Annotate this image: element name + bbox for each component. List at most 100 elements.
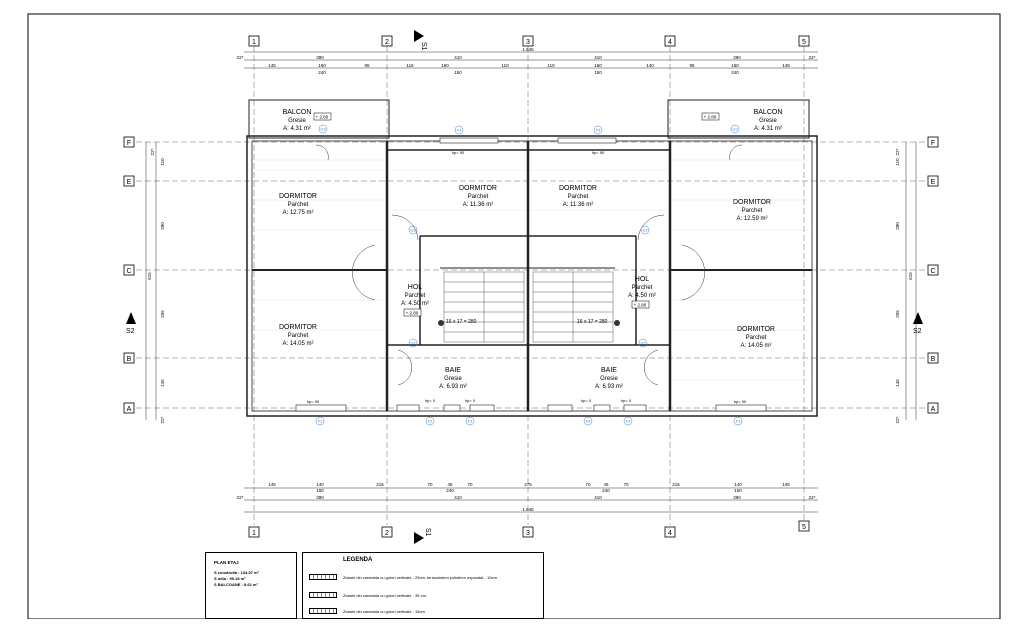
svg-text:240: 240 (602, 488, 610, 493)
column-label: 5 (802, 39, 806, 46)
svg-text:A: 12.75 m²: A: 12.75 m² (282, 210, 313, 216)
svg-text:Gresie: Gresie (288, 118, 306, 124)
svg-text:255: 255 (160, 310, 165, 318)
svg-text:hp= 0: hp= 0 (581, 398, 592, 403)
row-label: B (931, 356, 936, 363)
svg-text:160: 160 (594, 63, 602, 68)
svg-text:F3: F3 (457, 128, 462, 133)
svg-text:A: 6.93 m²: A: 6.93 m² (439, 384, 467, 390)
svg-text:390: 390 (733, 495, 741, 500)
svg-text:160: 160 (318, 63, 326, 68)
row-label: F (127, 140, 131, 147)
row-markers: F E C B A F E C B A (123, 136, 939, 414)
svg-text:A: 14.05 m²: A: 14.05 m² (740, 343, 771, 349)
svg-text:DORMITOR: DORMITOR (733, 199, 771, 206)
wall-35cm-swatch-icon (309, 592, 337, 598)
svg-text:hp= 0: hp= 0 (425, 398, 436, 403)
row-label: F (931, 140, 935, 147)
svg-text:240: 240 (318, 70, 326, 75)
svg-text:hp= 90: hp= 90 (307, 399, 320, 404)
svg-text:Parchet: Parchet (632, 285, 653, 291)
summary-line: S BALCOANE : 8.62 m² (214, 582, 258, 587)
sheet-border (27, 13, 1001, 620)
svg-text:150: 150 (316, 488, 324, 493)
svg-text:145: 145 (782, 482, 790, 487)
room-balcon-left: BALCON Gresie A: 4.31 m² + 2.80 (283, 109, 332, 132)
svg-text:F1: F1 (736, 419, 741, 424)
svg-text:275: 275 (524, 482, 532, 487)
section-arrow-icon (913, 312, 923, 324)
svg-text:110: 110 (547, 63, 555, 68)
svg-text:240: 240 (446, 488, 454, 493)
svg-text:110: 110 (501, 63, 509, 68)
svg-text:Parchet: Parchet (288, 333, 309, 339)
dimension-lines (145, 51, 917, 513)
svg-text:22⁵: 22⁵ (237, 55, 244, 60)
svg-text:F2: F2 (626, 419, 631, 424)
svg-text:22⁵: 22⁵ (809, 55, 816, 60)
svg-text:F1: F1 (318, 419, 323, 424)
section-arrow-icon (126, 312, 136, 324)
stair-labels: 16 x 17 = 280 16 x 17 = 280 (438, 319, 620, 326)
svg-text:22⁵: 22⁵ (160, 416, 165, 423)
summary-title: PLAN ETAJ (214, 560, 239, 565)
svg-text:Parchet: Parchet (746, 335, 767, 341)
svg-text:hp= 0: hp= 0 (621, 398, 632, 403)
stairs (443, 271, 614, 343)
svg-text:BALCON: BALCON (283, 109, 312, 116)
legend-item: Zidarie din caramida cu goluri verticale… (343, 609, 425, 614)
svg-text:U2: U2 (410, 228, 416, 233)
svg-text:145: 145 (895, 379, 900, 387)
window-tags: F3 F3 F1 F2 F3 F3 F2 F1 (315, 125, 743, 426)
stair-start-icon (614, 320, 620, 326)
column-markers: 1 2 3 4 5 1 2 3 4 5 (248, 35, 810, 538)
column-label: 1 (252, 530, 256, 537)
svg-text:Parchet: Parchet (742, 208, 763, 214)
svg-text:410: 410 (594, 495, 602, 500)
column-label: 4 (668, 530, 672, 537)
svg-text:Gresie: Gresie (600, 376, 618, 382)
room-labels: BALCON Gresie A: 4.31 m² + 2.80 BALCON G… (279, 109, 782, 390)
svg-text:F3: F3 (468, 419, 473, 424)
section-arrow-icon (414, 532, 424, 544)
room-dormitor-4: DORMITOR Parchet A: 12.59 m² (733, 199, 771, 222)
column-label: 4 (668, 39, 672, 46)
svg-text:410: 410 (454, 495, 462, 500)
svg-text:140: 140 (316, 482, 324, 487)
legend-item: Zidarie din caramida cu goluri verticale… (343, 593, 426, 598)
row-label: C (126, 268, 131, 275)
svg-text:70: 70 (467, 482, 473, 487)
svg-text:22⁵: 22⁵ (237, 495, 244, 500)
room-dormitor-5: DORMITOR Parchet A: 14.05 m² (279, 324, 317, 347)
floor-summary: PLAN ETAJ S construita : 134.07 m² S uti… (205, 552, 297, 619)
door-tags: U2 U2 U2 U2 U3 U3 (318, 124, 740, 348)
svg-text:140: 140 (734, 482, 742, 487)
svg-text:145: 145 (268, 482, 276, 487)
wall-25cm-swatch-icon (309, 574, 337, 580)
svg-text:U2: U2 (642, 228, 648, 233)
svg-text:BAIE: BAIE (445, 367, 461, 374)
row-label: E (931, 179, 936, 186)
svg-text:410: 410 (594, 55, 602, 60)
room-balcon-right: BALCON Gresie A: 4.31 m² + 2.80 (701, 109, 782, 132)
svg-text:45: 45 (447, 482, 453, 487)
svg-text:hp= 0: hp= 0 (465, 398, 476, 403)
room-hol-left: HOL Parchet A: 4.50 m² + 2.80 (401, 284, 429, 317)
row-label: C (930, 268, 935, 275)
room-dormitor-2: DORMITOR Parchet A: 11.36 m² (459, 185, 497, 208)
svg-text:255: 255 (895, 310, 900, 318)
svg-text:70: 70 (427, 482, 433, 487)
svg-text:+ 2.80: + 2.80 (704, 115, 717, 120)
svg-text:DORMITOR: DORMITOR (279, 193, 317, 200)
svg-text:95: 95 (689, 63, 695, 68)
row-label: A (127, 406, 132, 413)
svg-text:A: 14.05 m²: A: 14.05 m² (282, 341, 313, 347)
svg-text:215: 215 (376, 482, 384, 487)
svg-text:Parchet: Parchet (405, 293, 426, 299)
svg-text:F2: F2 (428, 419, 433, 424)
svg-text:390: 390 (733, 55, 741, 60)
svg-text:22⁵: 22⁵ (895, 416, 900, 423)
svg-text:A: 11.36 m²: A: 11.36 m² (463, 202, 494, 208)
svg-text:A: 12.59 m²: A: 12.59 m² (736, 216, 767, 222)
